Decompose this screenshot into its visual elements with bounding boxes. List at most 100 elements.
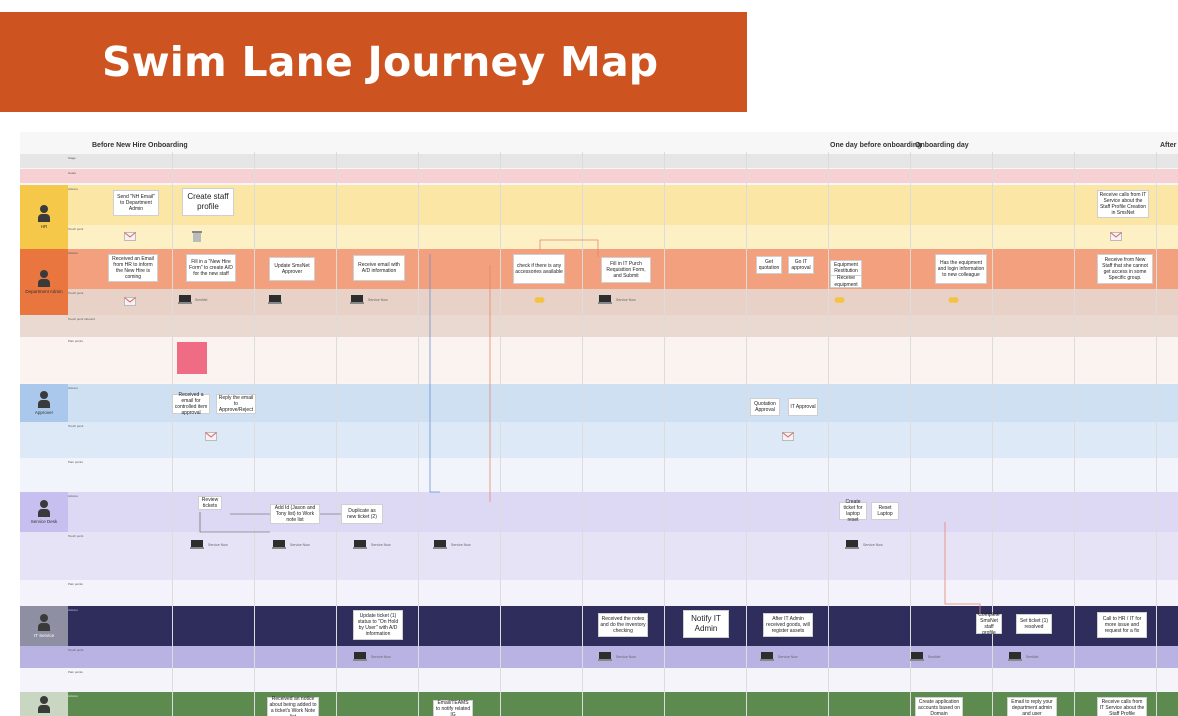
laptop-icon: [190, 540, 204, 550]
trash-icon: [192, 231, 202, 242]
employee-role: [20, 692, 68, 716]
touch-label-service-now: Service Now: [778, 655, 798, 659]
employee-actions-row: Actions: [20, 692, 1178, 716]
accessory-icon: [948, 297, 959, 303]
title-banner: Swim Lane Journey Map: [0, 12, 747, 112]
approver-role-name: Approver: [34, 410, 54, 415]
dept-note-has-equipment: Has the equipment and login information …: [935, 254, 987, 284]
dept-note-received-email: Received an Email from HR to inform the …: [108, 254, 158, 282]
row-label-actions: Actions: [68, 251, 78, 255]
hr-note-create-profile: Create staff profile: [182, 188, 234, 216]
it-note-notify-admin: Notify IT Admin: [683, 610, 729, 638]
approver-note-reply-email: Reply the email to Approve/Reject: [216, 394, 256, 414]
hr-role: HR: [20, 185, 68, 249]
touch-label-service-now: Service Now: [451, 543, 471, 547]
hr-role-name: HR: [40, 224, 48, 229]
envelope-icon: [124, 232, 136, 241]
sd-note-reset-laptop: Reset Laptop: [871, 502, 899, 520]
dept-note-update-smsnet: Update SmsNet Approver: [269, 257, 315, 281]
touch-label-smsnet: SmsNet: [928, 655, 941, 659]
hr-note-receive-calls: Receive calls from IT Service about the …: [1097, 190, 1149, 218]
emp-note-receive-calls: Receive calls from IT Service about the …: [1097, 697, 1147, 716]
row-label-actions: Actions: [68, 187, 78, 191]
service-desk-role: Service Desk: [20, 492, 68, 532]
sd-note-review-tickets: Review tickets: [198, 496, 222, 510]
row-label-touch: Touch point: [68, 227, 84, 231]
row-label-touch-inbound: Touch point inbound: [68, 317, 95, 321]
touch-label-service-now: Service Now: [616, 298, 636, 302]
dept-role: Department Admin: [20, 249, 68, 315]
service-desk-role-name: Service Desk: [30, 519, 58, 524]
hr-touch-row: Touch point: [20, 225, 1178, 249]
dept-pain-row: Pain points: [20, 337, 1178, 383]
person-icon: [38, 696, 50, 713]
page-title: Swim Lane Journey Map: [102, 38, 659, 86]
goals-row: Goals: [20, 169, 1178, 183]
sd-note-create-ticket: Create ticket for laptop reset: [839, 499, 867, 523]
dept-note-receive-from-new-staff: Receive from New Staff that she cannot g…: [1097, 254, 1153, 284]
it-note-update-ticket: Update ticket (1) status to "On Hold by …: [353, 610, 403, 640]
envelope-icon: [782, 432, 794, 441]
hr-note-send-email: Send "NH Email" to Department Admin: [113, 190, 159, 216]
approver-note-quotation-approval: Quotation Approval: [750, 398, 780, 416]
touch-label-service-now: Service Now: [863, 543, 883, 547]
emp-note-reply-admin: Email to reply your department admin and…: [1007, 697, 1057, 716]
person-icon: [38, 614, 50, 631]
row-label-actions: Actions: [68, 608, 78, 612]
it-note-call-hr: Call to HR / IT for more issue and reque…: [1097, 612, 1147, 638]
touch-label-service-now: Service Now: [616, 655, 636, 659]
touch-label-service-now: Service Now: [208, 543, 228, 547]
stage-row: Stage: [20, 154, 1178, 168]
laptop-icon: [268, 295, 282, 305]
dept-note-equipment-restitution: Equipment Restitution: [830, 260, 862, 276]
stage-label: Stage: [68, 156, 76, 160]
row-label-actions: Actions: [68, 386, 78, 390]
row-label-pain: Pain points: [68, 339, 83, 343]
it-service-role-name: IT Service: [33, 633, 55, 638]
laptop-icon: [178, 295, 192, 305]
laptop-icon: [845, 540, 859, 550]
sd-note-duplicate-ticket: Duplicate as new ticket (2): [341, 504, 383, 524]
row-label-pain: Pain points: [68, 460, 83, 464]
row-label-pain: Pain points: [68, 582, 83, 586]
envelope-icon: [205, 432, 217, 441]
accessory-icon: [834, 297, 845, 303]
laptop-icon: [353, 652, 367, 662]
column-grid: [90, 152, 1178, 716]
laptop-icon: [910, 652, 924, 662]
accessory-icon: [534, 297, 545, 303]
laptop-icon: [598, 295, 612, 305]
row-label-actions: Actions: [68, 494, 78, 498]
envelope-icon: [124, 297, 136, 306]
approver-actions-row: Actions: [20, 384, 1178, 422]
dept-role-name: Department Admin: [25, 289, 63, 294]
person-icon: [38, 205, 50, 222]
dept-note-receive-equipment: Receive equipment: [830, 275, 862, 288]
row-label-touch: Touch point: [68, 424, 84, 428]
sticky-note: [177, 342, 207, 374]
touch-label-service-now: Service Now: [371, 655, 391, 659]
dept-note-receive-ad: Receive email with A/D information: [353, 255, 405, 281]
phase-onboarding-day: Onboarding day: [915, 142, 969, 149]
touch-label-smsnet: SmsNet: [1026, 655, 1039, 659]
row-label-touch: Touch point: [68, 648, 84, 652]
goals-label: Goals: [68, 171, 76, 175]
phase-one-day-before: One day before onboarding: [830, 142, 922, 149]
dept-note-it-approval: Go IT approval: [788, 256, 814, 274]
it-note-complete-profile: Complete SmsNet staff profile: [976, 612, 1002, 636]
emp-note-received-notice: Received an notice about being added to …: [267, 696, 319, 716]
emp-note-create-accounts: Create application accounts based on Dom…: [915, 697, 963, 716]
phase-before-onboarding: Before New Hire Onboarding: [92, 142, 188, 149]
service-desk-pain-row: Pain points: [20, 580, 1178, 606]
it-note-register-assets: After IT Admin received goods, will regi…: [763, 613, 813, 637]
laptop-icon: [433, 540, 447, 550]
touch-label-service-now: Service Now: [290, 543, 310, 547]
approver-role: Approver: [20, 384, 68, 422]
laptop-icon: [353, 540, 367, 550]
row-label-touch: Touch point: [68, 534, 84, 538]
laptop-icon: [760, 652, 774, 662]
touch-label-service-now: Service Now: [371, 543, 391, 547]
touch-label-smsnet: SmsNet: [195, 298, 208, 302]
person-icon: [38, 500, 50, 517]
touch-label-service-now: Service Now: [368, 298, 388, 302]
